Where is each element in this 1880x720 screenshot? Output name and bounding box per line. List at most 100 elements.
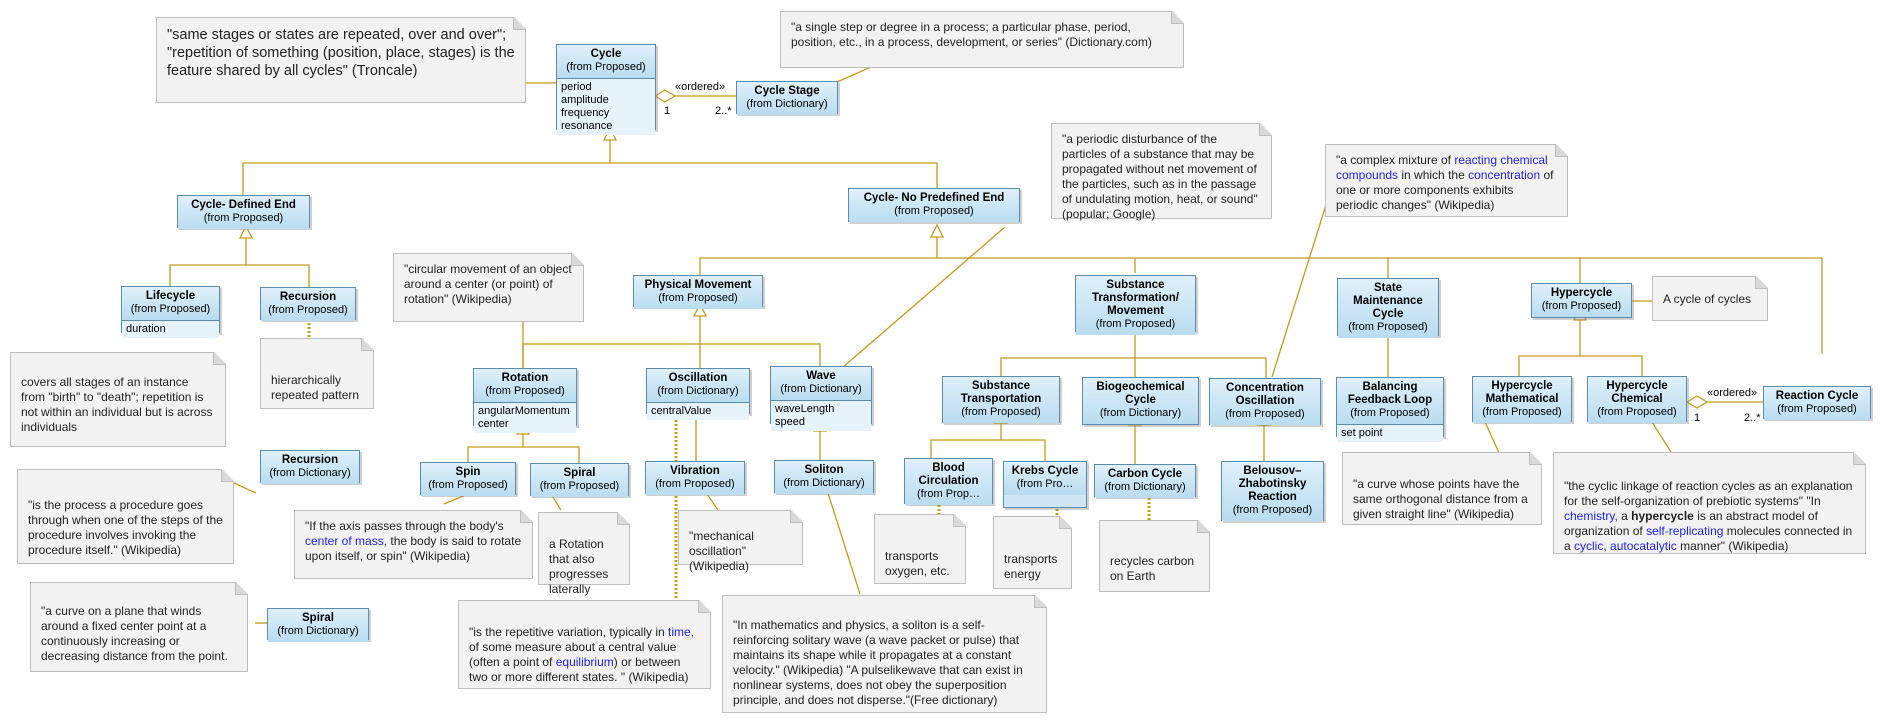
class-name: Soliton <box>804 464 844 476</box>
note-spiral-rotation: a Rotation that also progresses laterall… <box>538 512 630 596</box>
class-name: Recursion <box>281 454 339 466</box>
class-cycle[interactable]: Cycle(from Proposed) period amplitude fr… <box>556 44 656 135</box>
note-hypercycle-definition: A cycle of cycles <box>1652 276 1768 321</box>
class-belousov-zhabotinsky[interactable]: Belousov–Zhabotinsky Reaction(from Propo… <box>1221 461 1324 521</box>
class-stereotype: (from Dictionary) <box>1099 407 1182 419</box>
note-text: "a curve on a plane that winds around a … <box>41 604 228 663</box>
note-cycle-stage-definition: "a single step or degree in a process; a… <box>780 11 1184 68</box>
class-name: Balancing Feedback Loop <box>1347 381 1433 406</box>
class-name: Hypercycle <box>1550 287 1613 299</box>
class-attributes: angularMomentum center <box>474 402 576 433</box>
class-cycle-stage[interactable]: Cycle Stage(from Dictionary) <box>736 81 838 115</box>
class-balancing-feedback-loop[interactable]: Balancing Feedback Loop(from Proposed) s… <box>1336 377 1444 442</box>
class-attributes: centralValue <box>647 402 749 420</box>
attribute: waveLength <box>775 403 835 415</box>
class-name: Substance Transformation/ Movement <box>1092 279 1179 317</box>
class-biogeochemical-cycle[interactable]: Biogeochemical Cycle(from Dictionary) <box>1082 377 1199 425</box>
link-concentration[interactable]: concentration <box>1468 168 1541 182</box>
class-cycle-no-predefined-end[interactable]: Cycle- No Predefined End(from Proposed) <box>848 188 1020 222</box>
attribute: set point <box>1341 427 1383 439</box>
class-stereotype: (from Proposed) <box>658 292 738 304</box>
class-name: Physical Movement <box>644 279 752 291</box>
class-name: Krebs Cycle <box>1011 465 1079 477</box>
class-spiral-dictionary[interactable]: Spiral(from Dictionary) <box>267 608 369 642</box>
link-cyclic[interactable]: cyclic <box>1574 539 1604 553</box>
association-multiplicity: 2..* <box>715 105 732 117</box>
class-name: Hypercycle Chemical <box>1606 380 1668 405</box>
class-stereotype: (from Proposed) <box>1225 408 1305 420</box>
class-name: Lifecycle <box>145 290 196 302</box>
link-self-replicating[interactable]: self-replicating <box>1646 524 1724 538</box>
class-name: Substance Transportation <box>960 380 1042 405</box>
class-recursion-proposed[interactable]: Recursion(from Proposed) <box>260 287 356 321</box>
class-stereotype: (from Proposed) <box>130 303 211 315</box>
link-reacting-compounds[interactable]: reacting chemical compounds <box>1336 153 1548 182</box>
class-stereotype: (from Proposed) <box>428 479 508 491</box>
note-carbon-cycle: recycles carbon on Earth <box>1099 520 1210 592</box>
class-stereotype: (from Proposed) <box>485 385 565 397</box>
note-rotation-definition: "circular movement of an object around a… <box>393 253 584 322</box>
link-chemistry[interactable]: chemistry <box>1564 509 1615 523</box>
class-krebs-cycle[interactable]: Krebs Cycle(from Pro… <box>1003 461 1087 508</box>
class-recursion-dictionary[interactable]: Recursion(from Dictionary) <box>260 450 360 484</box>
class-name: Biogeochemical Cycle <box>1096 381 1185 406</box>
note-text: "a curve whose points have the same orth… <box>1353 477 1528 521</box>
class-name: Cycle- No Predefined End <box>863 192 1005 204</box>
attribute: duration <box>126 323 166 335</box>
class-attributes: period amplitude frequency resonance <box>557 78 655 135</box>
class-stereotype: (from Dictionary) <box>780 383 862 395</box>
class-concentration-oscillation[interactable]: Concentration Oscillation(from Proposed) <box>1209 378 1321 425</box>
attribute: amplitude <box>561 94 609 106</box>
class-state-maintenance-cycle[interactable]: State Maintenance Cycle(from Proposed) <box>1337 278 1439 338</box>
class-stereotype: (from Proposed) <box>1350 407 1430 419</box>
class-spin[interactable]: Spin(from Proposed) <box>420 462 516 496</box>
class-physical-movement[interactable]: Physical Movement(from Proposed) <box>633 275 763 309</box>
class-hypercycle-chemical[interactable]: Hypercycle Chemical(from Proposed) <box>1587 376 1687 423</box>
note-lifecycle-definition: covers all stages of an instance from "b… <box>10 352 226 447</box>
link-center-of-mass[interactable]: center of mass <box>305 534 384 548</box>
note-cycle-definition: "same stages or states are repeated, ove… <box>156 17 526 103</box>
class-vibration[interactable]: Vibration(from Proposed) <box>645 461 745 495</box>
class-attributes: waveLength speed <box>771 400 871 431</box>
link-autocatalytic[interactable]: autocatalytic <box>1610 539 1677 553</box>
class-stereotype: (from Proposed) <box>961 406 1041 418</box>
class-name: Reaction Cycle <box>1775 390 1859 402</box>
note-krebs-cycle: transports energy <box>993 516 1072 589</box>
class-hypercycle-mathematical[interactable]: Hypercycle Mathematical(from Proposed) <box>1472 376 1572 423</box>
note-text: covers all stages of an instance from "b… <box>21 375 213 434</box>
note-text: "same stages or states are repeated, ove… <box>167 27 515 79</box>
class-blood-circulation[interactable]: Blood Circulation(from Prop… <box>904 458 993 505</box>
class-rotation[interactable]: Rotation(from Proposed) angularMomentum … <box>473 368 577 433</box>
note-text: "is the process a procedure goes through… <box>28 498 223 557</box>
note-vibration-definition: "mechanical oscillation" (Wikipedia) <box>678 510 803 573</box>
class-stereotype: (from Prop… <box>917 488 980 500</box>
class-stereotype: (from Proposed) <box>203 212 284 224</box>
class-name: Vibration <box>670 465 720 477</box>
class-soliton[interactable]: Soliton(from Dictionary) <box>774 460 874 494</box>
note-text: transports energy <box>1004 552 1058 581</box>
class-stereotype: (from Proposed) <box>566 61 646 73</box>
attribute: period <box>561 81 592 93</box>
class-hypercycle[interactable]: Hypercycle(from Proposed) <box>1531 283 1632 318</box>
note-spiral-definition: "a curve on a plane that winds around a … <box>30 582 248 672</box>
class-oscillation[interactable]: Oscillation(from Dictionary) centralValu… <box>646 368 750 420</box>
class-wave[interactable]: Wave(from Dictionary) waveLength speed <box>770 366 872 431</box>
class-lifecycle[interactable]: Lifecycle(from Proposed) duration <box>121 286 220 338</box>
class-substance-transportation[interactable]: Substance Transportation(from Proposed) <box>942 376 1060 423</box>
class-name: Concentration Oscillation <box>1226 382 1304 407</box>
class-name: Carbon Cycle <box>1107 468 1183 480</box>
class-stereotype: (from Proposed) <box>1541 300 1622 312</box>
class-spiral-proposed[interactable]: Spiral(from Proposed) <box>530 463 629 497</box>
class-reaction-cycle[interactable]: Reaction Cycle(from Proposed) <box>1763 386 1871 420</box>
note-text: "a periodic disturbance of the particles… <box>1062 132 1258 221</box>
class-carbon-cycle[interactable]: Carbon Cycle(from Dictionary) <box>1094 464 1196 498</box>
class-cycle-defined-end[interactable]: Cycle- Defined End(from Proposed) <box>177 195 310 229</box>
note-text: "mechanical oscillation" (Wikipedia) <box>689 529 754 573</box>
link-equilibrium[interactable]: equilibrium <box>555 655 614 669</box>
association-multiplicity: 1 <box>664 105 671 117</box>
class-substance-transformation[interactable]: Substance Transformation/ Movement(from … <box>1075 275 1196 335</box>
link-time[interactable]: time <box>668 625 691 639</box>
class-stereotype: (from Dictionary) <box>277 625 359 637</box>
note-text: recycles carbon on Earth <box>1110 554 1195 583</box>
